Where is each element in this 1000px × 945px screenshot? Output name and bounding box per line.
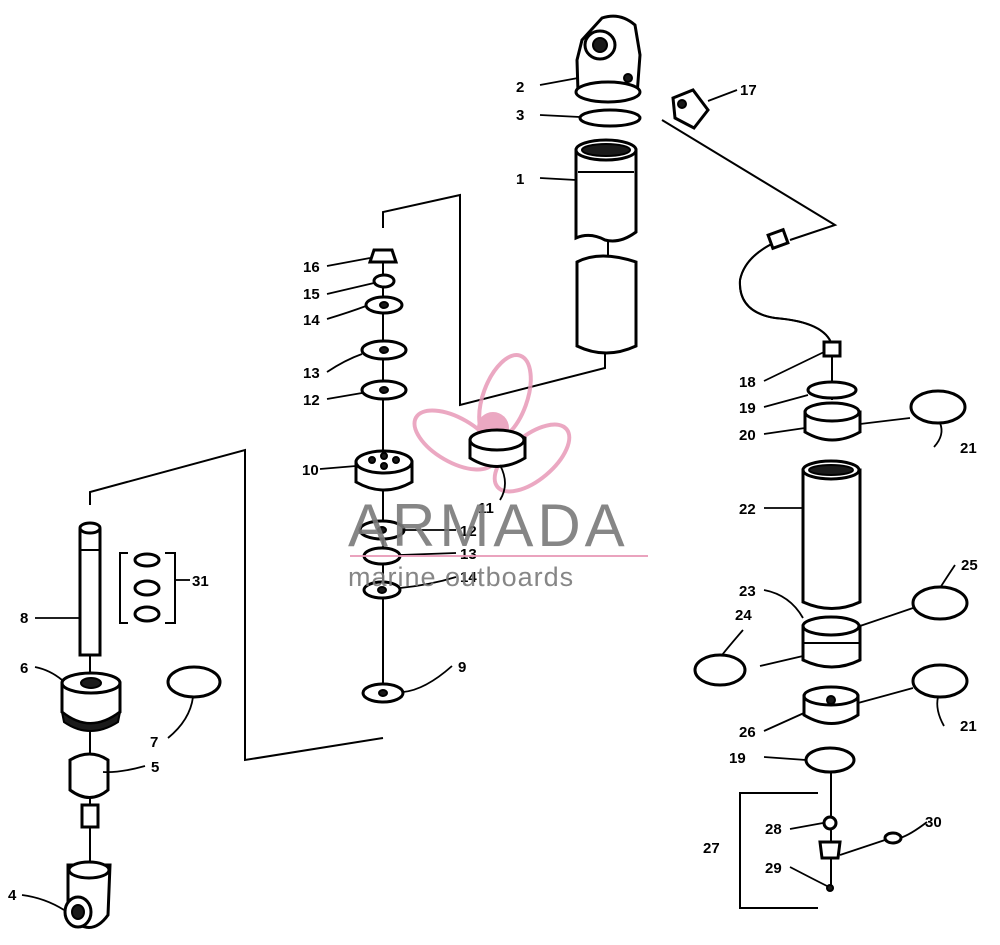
callout-21-lower: 21: [960, 718, 977, 735]
part-15-washer: [372, 273, 396, 289]
callout-25: 25: [961, 557, 978, 574]
part-5-bumper: [68, 752, 110, 829]
part-12-shim-upper: [360, 379, 408, 401]
callout-29: 29: [765, 860, 782, 877]
callout-10: 10: [302, 462, 319, 479]
part-25-ring: [911, 585, 969, 621]
callout-4: 4: [8, 887, 17, 904]
part-9-washer: [361, 682, 405, 704]
callout-19-upper: 19: [739, 400, 756, 417]
part-16-nut: [367, 248, 399, 264]
part-29-valve-screw: [818, 840, 842, 892]
part-13-shim-upper: [360, 339, 408, 361]
watermark-subtitle: marine outboards: [348, 562, 574, 592]
callout-13-upper: 13: [303, 365, 320, 382]
callout-14-upper: 14: [303, 312, 320, 329]
callout-18: 18: [739, 374, 756, 391]
guide-line-left: [89, 448, 384, 762]
callout-19-lower: 19: [729, 750, 746, 767]
callout-24: 24: [735, 607, 752, 624]
callout-2: 2: [516, 79, 524, 96]
part-31-bushings: [133, 552, 161, 623]
callout-31: 31: [192, 573, 209, 590]
part-10-piston: [354, 449, 414, 492]
callout-21-upper: 21: [960, 440, 977, 457]
part-4-rod-eye: [63, 860, 112, 929]
leader-lines: [21, 77, 956, 911]
callout-12-lower: 12: [460, 523, 477, 540]
part-2-cylinder-eye: [574, 14, 642, 104]
callout-17: 17: [740, 82, 757, 99]
callout-15: 15: [303, 286, 320, 303]
part-21-ring-upper: [909, 389, 967, 425]
armada-propeller-logo: [412, 353, 572, 494]
part-30-washer: [883, 831, 903, 845]
callout-27: 27: [703, 840, 720, 857]
part-23-piston: [801, 615, 862, 669]
callout-14-lower: 14: [460, 569, 477, 586]
callout-3: 3: [516, 107, 524, 124]
part-14-shim-upper: [364, 295, 404, 315]
part-8-piston-rod: [78, 521, 102, 657]
callout-11: 11: [478, 500, 494, 517]
callout-13-lower: 13: [460, 546, 477, 563]
part-1-cylinder-lower: [575, 254, 638, 355]
part-19-o-ring-upper: [806, 380, 858, 400]
callout-26: 26: [739, 724, 756, 741]
callout-20: 20: [739, 427, 756, 444]
callout-23: 23: [739, 583, 756, 600]
part-20-end-cap: [803, 401, 862, 442]
part-24-split-ring: [693, 653, 747, 687]
bracket-27: [739, 792, 818, 909]
guide-line-center: [382, 193, 606, 407]
part-11-ring: [468, 428, 527, 468]
callout-8: 8: [20, 610, 28, 627]
part-17-fitting: [671, 88, 710, 130]
part-21-ring-lower: [911, 663, 969, 699]
part-6-seal-head: [60, 671, 122, 732]
callout-1: 1: [516, 171, 524, 188]
callout-12-upper: 12: [303, 392, 320, 409]
callout-9: 9: [458, 659, 466, 676]
callout-16: 16: [303, 259, 320, 276]
callout-7: 7: [150, 734, 158, 751]
callout-5: 5: [151, 759, 159, 776]
part-22-sleeve: [801, 459, 862, 610]
watermark-title: ARMADA: [348, 492, 629, 559]
part-3-o-ring: [578, 108, 642, 128]
bracket-31-right: [165, 552, 176, 624]
part-1-cylinder-upper: [574, 138, 638, 243]
part-7-ring: [166, 665, 222, 699]
armada-watermark: ARMADA marine outboards: [348, 492, 648, 592]
part-19-o-ring-lower: [804, 746, 856, 774]
callout-22: 22: [739, 501, 756, 518]
callout-labels: 1 2 3 4 5 6 7 8 9 10 11 12 12 13 13 14 1…: [8, 79, 978, 904]
callout-30: 30: [925, 814, 942, 831]
part-28-ball: [822, 815, 838, 831]
callout-28: 28: [765, 821, 782, 838]
guide-line-hose: [661, 119, 838, 241]
part-14-shim-lower: [362, 580, 402, 600]
part-18-hose: [738, 227, 842, 358]
callout-6: 6: [20, 660, 28, 677]
bracket-31-left: [119, 552, 128, 624]
part-26-end-cap-lower: [802, 685, 860, 725]
